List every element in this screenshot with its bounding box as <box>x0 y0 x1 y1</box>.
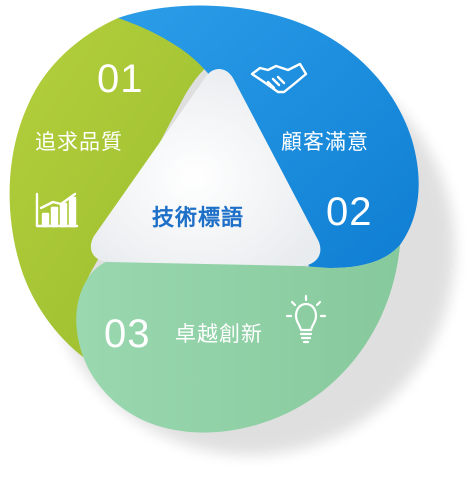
segment-quality <box>9 18 241 365</box>
lightbulb-icon <box>285 294 327 344</box>
bar-chart-growth-icon <box>35 192 79 228</box>
segment-quality-number: 01 <box>97 57 144 101</box>
segment-innovation-label: 卓越創新 <box>175 322 263 346</box>
handshake-icon <box>250 62 308 94</box>
segment-innovation <box>76 245 401 433</box>
center-triangle <box>90 69 321 266</box>
center-label: 技術標語 <box>152 206 245 231</box>
segment-satisfaction <box>118 5 419 269</box>
segment-quality-label: 追求品質 <box>35 130 123 154</box>
segment-satisfaction-number: 02 <box>326 190 373 234</box>
segment-satisfaction-label: 顧客滿意 <box>281 130 369 154</box>
segment-innovation-number: 03 <box>104 312 151 356</box>
